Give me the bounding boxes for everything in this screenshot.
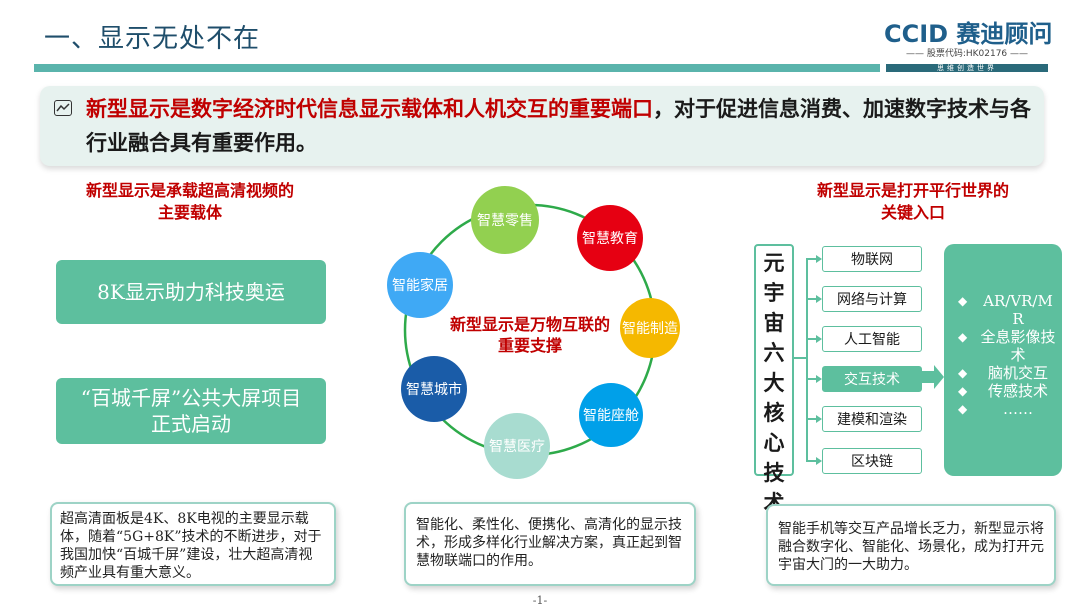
title-underline xyxy=(34,64,880,72)
bubble-7: 智能家居 xyxy=(387,252,453,318)
panel-row: ◆ 脑机交互 xyxy=(958,364,1056,382)
center-title: 新型显示是万物互联的 重要支撑 xyxy=(430,314,630,356)
bubble-3: 智能制造 xyxy=(620,298,680,358)
metaverse-core-tech-label: 元 宇 宙 六 大 核 心 技 术 xyxy=(754,244,794,515)
interaction-tech-panel: ◆ AR/VR/MR ◆ 全息影像技术 ◆ 脑机交互 ◆ 传感技术 ◆ …… xyxy=(944,244,1062,476)
vertical-char: 宙 xyxy=(763,310,785,335)
page-title: 一、显示无处不在 xyxy=(44,24,261,54)
center-title-line2: 重要支撑 xyxy=(497,336,562,355)
branch-arrow-icon xyxy=(816,415,822,423)
branch-arrow-icon xyxy=(816,457,822,465)
interaction-arrow-shaft xyxy=(922,371,936,383)
tech-item: 建模和渲染 xyxy=(822,406,922,432)
branch-arrow-icon xyxy=(816,335,822,343)
tech-item: 交互技术 xyxy=(822,366,922,392)
right-title-line2: 关键入口 xyxy=(880,203,945,222)
diamond-bullet-icon: ◆ xyxy=(958,366,968,380)
logo-slogan-bar xyxy=(886,64,1048,72)
bubble-4: 智能座舱 xyxy=(579,383,643,447)
key-message-banner: 新型显示是数字经济时代信息显示载体和人机交互的重要端口，对于促进信息消费、加速数… xyxy=(40,86,1044,166)
center-note-box: 智能化、柔性化、便携化、高清化的显示技术，形成多样化行业解决方案，真正起到智慧物… xyxy=(404,502,696,586)
left-section-title: 新型显示是承载超高清视频的 主要载体 xyxy=(40,180,340,224)
tech-item: 网络与计算 xyxy=(822,286,922,312)
bubble-5: 智慧医疗 xyxy=(484,413,550,479)
bubble-1: 智慧零售 xyxy=(471,186,539,254)
tree-branch xyxy=(806,460,816,462)
left-note-box: 超高清面板是4K、8K电视的主要显示载体，随着“5G+8K”技术的不断进步，对于… xyxy=(50,502,336,586)
page-number: -1- xyxy=(532,594,548,607)
branch-arrow-icon xyxy=(816,255,822,263)
tech-item: 物联网 xyxy=(822,246,922,272)
banner-text-highlight: 新型显示是数字经济时代信息显示载体和人机交互的重要端口 xyxy=(86,96,653,121)
panel-row-text: 全息影像技术 xyxy=(980,328,1056,364)
branch-arrow-icon xyxy=(816,375,822,383)
diamond-bullet-icon: ◆ xyxy=(958,294,968,308)
tree-stem xyxy=(794,357,806,359)
hundred-cities-line2: 正式启动 xyxy=(151,412,231,436)
diamond-bullet-icon: ◆ xyxy=(958,402,968,416)
panel-row: ◆ 全息影像技术 xyxy=(958,328,1056,364)
tree-trunk xyxy=(806,258,808,462)
logo-stock-code: —— 股票代码:HK02176 —— xyxy=(905,49,1029,59)
tree-branch xyxy=(806,338,816,340)
bubble-6: 智慧城市 xyxy=(401,356,467,422)
vertical-char: 大 xyxy=(763,370,785,395)
panel-row: ◆ AR/VR/MR xyxy=(958,292,1056,328)
tech-item: 人工智能 xyxy=(822,326,922,352)
right-title-line1: 新型显示是打开平行世界的 xyxy=(816,181,1009,200)
panel-row-text: 传感技术 xyxy=(987,382,1048,400)
tree-branch xyxy=(806,298,816,300)
center-title-line1: 新型显示是万物互联的 xyxy=(449,315,610,334)
vertical-char: 六 xyxy=(763,340,785,365)
tree-branch xyxy=(806,258,816,260)
interaction-arrow-icon xyxy=(934,365,944,389)
banner-text: 新型显示是数字经济时代信息显示载体和人机交互的重要端口，对于促进信息消费、加速数… xyxy=(86,92,1036,160)
branch-arrow-icon xyxy=(816,295,822,303)
panel-row-text: …… xyxy=(1003,400,1033,418)
right-section-title: 新型显示是打开平行世界的 关键入口 xyxy=(760,180,1066,224)
tree-branch xyxy=(806,378,816,380)
vertical-char: 元 xyxy=(763,250,785,275)
banner-text-rest: ，对于促进信息消费、加速数字技术与各行业融合具有重要作用。 xyxy=(86,96,1031,155)
panel-row: ◆ 传感技术 xyxy=(958,382,1056,400)
vertical-char: 宇 xyxy=(763,280,785,305)
vertical-char: 心 xyxy=(763,430,785,455)
left-title-line1: 新型显示是承载超高清视频的 xyxy=(85,181,294,200)
8k-olympics-label: 8K显示助力科技奥运 xyxy=(97,280,285,304)
right-note-box: 智能手机等交互产品增长乏力，新型显示将融合数字化、智能化、场景化，成为打开元宇宙… xyxy=(766,504,1056,586)
tree-branch xyxy=(806,418,816,420)
diamond-bullet-icon: ◆ xyxy=(958,384,968,398)
ccid-logo: CCID 赛迪顾问 —— 股票代码:HK02176 —— xyxy=(884,14,1053,64)
vertical-char: 技 xyxy=(763,460,785,485)
diamond-bullet-icon: ◆ xyxy=(958,330,968,344)
tech-item: 区块链 xyxy=(822,448,922,474)
hundred-cities-box: “百城千屏”公共大屏项目 正式启动 xyxy=(56,378,326,444)
hundred-cities-line1: “百城千屏”公共大屏项目 xyxy=(80,386,302,410)
panel-row-text: 脑机交互 xyxy=(987,364,1048,382)
vertical-char: 核 xyxy=(763,400,785,425)
8k-olympics-box: 8K显示助力科技奥运 xyxy=(56,260,326,324)
logo-main-text: CCID 赛迪顾问 xyxy=(884,20,1053,48)
logo-slogan: 思维创造世界 xyxy=(937,64,997,72)
bubble-2: 智慧教育 xyxy=(577,205,643,271)
panel-row-text: AR/VR/MR xyxy=(983,292,1053,328)
panel-row: ◆ …… xyxy=(958,400,1056,418)
line-chart-icon xyxy=(54,100,72,116)
left-title-line2: 主要载体 xyxy=(157,203,222,222)
